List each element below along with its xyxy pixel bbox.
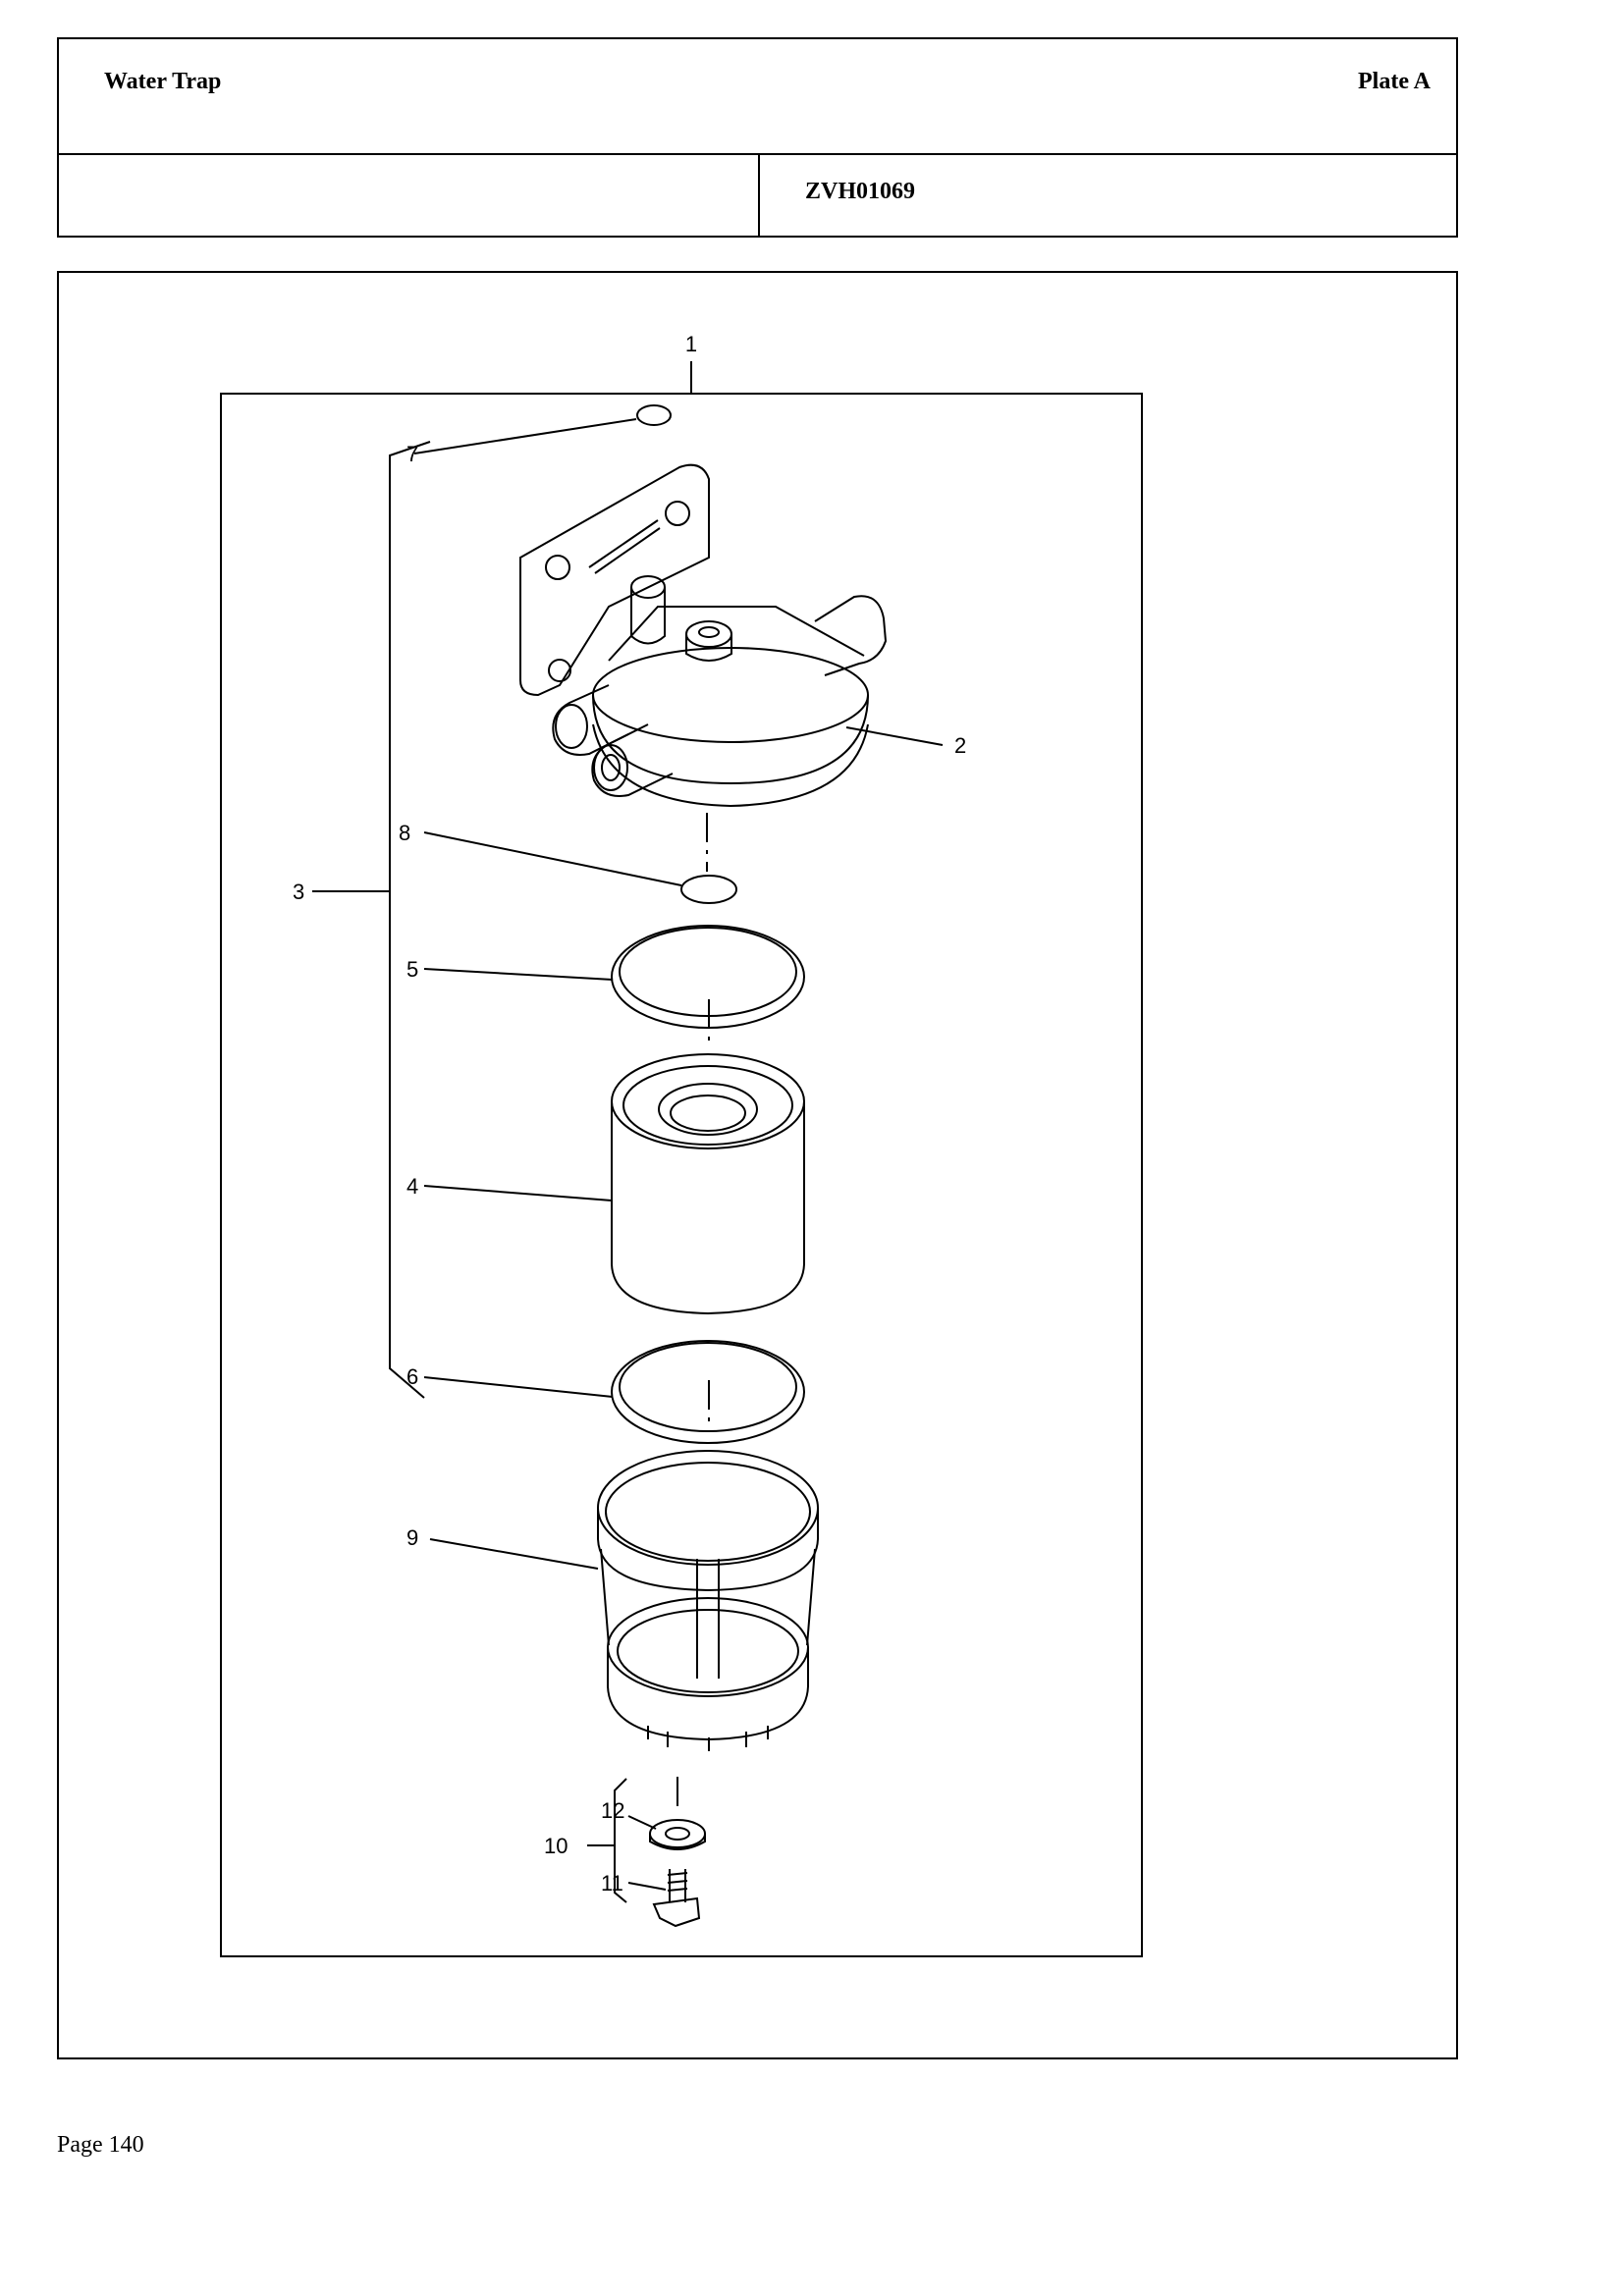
callout-4: 4 <box>406 1174 418 1199</box>
callout-10-bracket <box>614 1778 627 1903</box>
part-12-washer <box>649 1819 706 1850</box>
part-7-oring <box>636 404 672 426</box>
callout-7-leader <box>413 418 637 454</box>
page-title: Water Trap <box>104 69 222 94</box>
callout-6-leader <box>423 1376 614 1398</box>
drawing-frame: 1 2 3 4 5 6 7 8 9 10 11 12 <box>57 271 1458 2059</box>
inner-frame <box>220 393 1143 1957</box>
callout-3-bracket <box>389 441 431 1399</box>
plate-label: Plate A <box>1358 69 1431 94</box>
header-bottom-row: ZVH01069 <box>59 153 1456 236</box>
part-9-bowl <box>597 1450 819 1751</box>
callout-4-leader <box>423 1185 613 1201</box>
callout-10: 10 <box>544 1834 568 1858</box>
callout-12-leader <box>627 1815 657 1830</box>
part-11-plug <box>652 1869 701 1928</box>
part-4-filter <box>611 1053 805 1315</box>
header-table: Water Trap Plate A ZVH01069 <box>57 37 1458 238</box>
header-divider <box>758 153 760 236</box>
callout-7: 7 <box>406 442 418 466</box>
callout-11: 11 <box>601 1871 623 1896</box>
drawing-code: ZVH01069 <box>805 179 916 204</box>
callout-5-leader <box>423 968 614 981</box>
callout-2: 2 <box>954 733 966 758</box>
callout-1: 1 <box>685 332 697 356</box>
exploded-parts-drawing: 1 2 3 4 5 6 7 8 9 10 11 12 <box>220 332 1143 1957</box>
callout-2-leader <box>845 726 944 746</box>
callout-9-leader <box>429 1538 599 1570</box>
part-2-head <box>519 463 888 808</box>
callout-8-leader <box>423 831 682 886</box>
callout-8: 8 <box>399 821 410 845</box>
callout-11-leader <box>627 1882 667 1891</box>
callout-12: 12 <box>601 1798 624 1823</box>
callout-3: 3 <box>293 880 304 904</box>
page-number: Page 140 <box>57 2132 144 2158</box>
assembly-axis <box>676 813 710 1814</box>
part-5-ring <box>611 925 805 1029</box>
header-top-row: Water Trap Plate A <box>59 39 1456 155</box>
callout-5: 5 <box>406 957 418 982</box>
part-6-ring <box>611 1340 805 1444</box>
callout-9: 9 <box>406 1525 418 1550</box>
part-8-oring <box>680 875 737 904</box>
callout-6: 6 <box>406 1364 418 1389</box>
